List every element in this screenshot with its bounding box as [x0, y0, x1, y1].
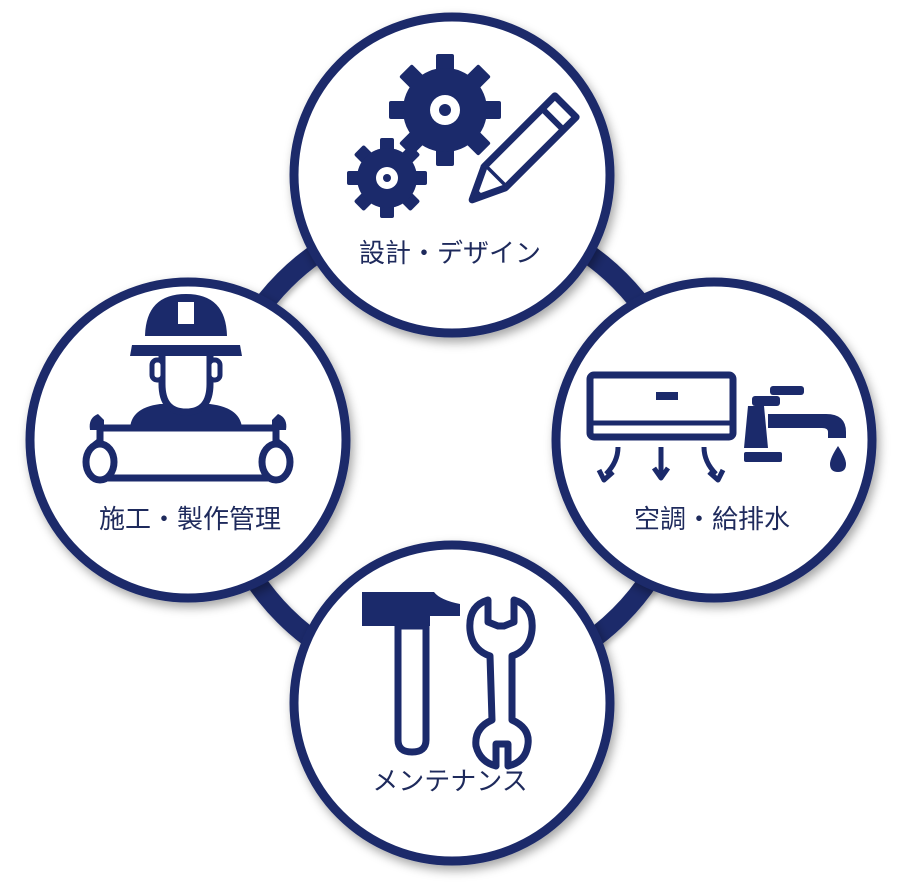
node-construction: 施工・製作管理	[25, 277, 351, 603]
node-maintenance: メンテナンス	[289, 540, 615, 866]
worker-blueprint-icon	[82, 294, 294, 484]
node-design-label: 設計・デザイン	[359, 239, 541, 269]
node-maintenance-label: メンテナンス	[372, 767, 527, 797]
hammer-wrench-icon	[362, 592, 536, 770]
node-construction-label: 施工・製作管理	[99, 505, 281, 535]
node-design: 設計・デザイン	[289, 12, 615, 338]
node-design-circle	[289, 12, 615, 338]
gears-pencil-icon	[347, 54, 580, 218]
node-maintenance-circle	[289, 540, 615, 866]
node-hvac-label: 空調・給排水	[634, 505, 790, 535]
node-hvac: 空調・給排水	[551, 277, 877, 603]
aircon-faucet-icon	[586, 371, 846, 483]
